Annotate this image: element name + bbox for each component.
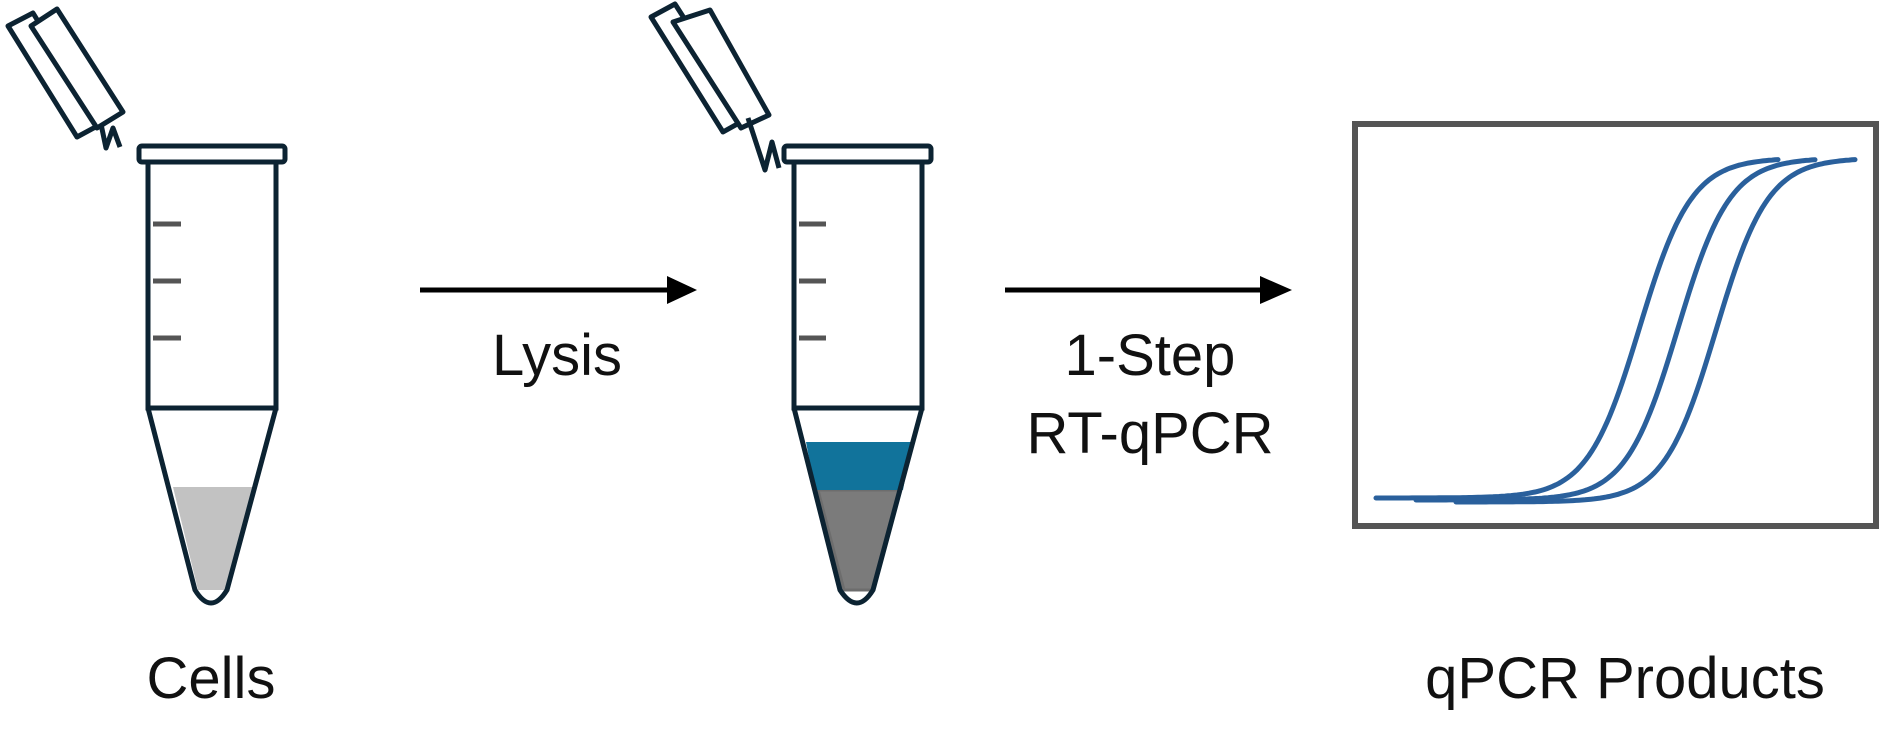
tube-cells bbox=[5, 6, 288, 606]
tube-lysate-cone bbox=[791, 407, 925, 606]
lysate-top-layer bbox=[806, 442, 912, 490]
qpcr-plot-frame bbox=[1352, 121, 1879, 529]
label-products: qPCR Products bbox=[1425, 646, 1825, 711]
tube-lysate-lid bbox=[648, 1, 782, 173]
arrow-rt-qpcr bbox=[1005, 276, 1292, 304]
label-lysis: Lysis bbox=[492, 323, 622, 388]
qpcr-plot bbox=[1352, 121, 1879, 529]
arrow-lysis bbox=[420, 276, 697, 304]
tube-lysate-body bbox=[791, 159, 925, 411]
tube-lysate bbox=[648, 1, 934, 606]
tube-cells-cone bbox=[145, 407, 279, 606]
qpcr-curve-3 bbox=[1453, 157, 1858, 505]
label-step-line2: RT-qPCR bbox=[1026, 401, 1273, 466]
tube-cells-body bbox=[145, 159, 279, 411]
label-cells: Cells bbox=[147, 646, 276, 711]
label-step-line1: 1-Step bbox=[1065, 323, 1236, 388]
qpcr-curves bbox=[1373, 157, 1858, 505]
tube-cells-lid bbox=[5, 6, 126, 151]
